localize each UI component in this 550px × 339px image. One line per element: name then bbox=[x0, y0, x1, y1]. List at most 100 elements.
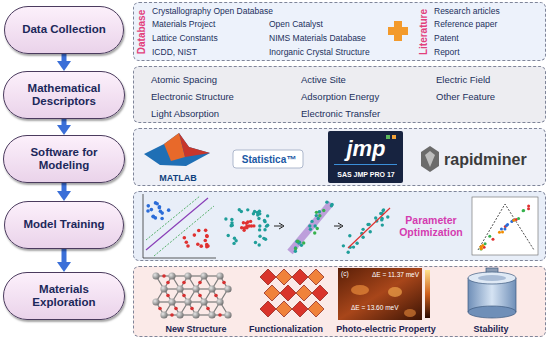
stage-label: Mathematical Descriptors bbox=[12, 82, 116, 108]
stage-label: Materials Exploration bbox=[12, 283, 116, 309]
cluster-plot bbox=[230, 224, 233, 227]
crystal-model bbox=[260, 269, 328, 317]
regression-plot bbox=[318, 210, 321, 213]
regression-plot bbox=[316, 227, 319, 230]
fit-plot bbox=[342, 208, 390, 254]
crystal-model bbox=[308, 269, 324, 285]
structure-model bbox=[176, 285, 183, 292]
flow-arrow bbox=[62, 249, 67, 262]
panel-ground bbox=[133, 2, 546, 61]
structure-model bbox=[224, 285, 231, 292]
statistica-logo bbox=[233, 150, 303, 168]
svm-plot bbox=[154, 216, 158, 220]
matlab-logo bbox=[144, 133, 210, 166]
cluster-plot bbox=[245, 224, 248, 227]
svm-plot bbox=[146, 209, 150, 213]
fit-plot bbox=[369, 230, 372, 233]
cluster-plot bbox=[230, 218, 233, 221]
cluster-plot bbox=[256, 211, 259, 214]
svm-plot bbox=[146, 198, 208, 250]
crystal-model bbox=[292, 269, 308, 285]
stability-cell bbox=[478, 275, 506, 281]
svm-plot bbox=[146, 201, 210, 248]
source-item: Crystallography Open Database bbox=[152, 7, 273, 17]
fit-plot bbox=[361, 236, 364, 239]
optimization-chart bbox=[500, 219, 515, 231]
cluster-plot bbox=[258, 228, 261, 231]
fit-plot bbox=[352, 245, 355, 248]
afm-image bbox=[338, 268, 430, 320]
svm-plot bbox=[185, 240, 189, 244]
fit-plot bbox=[374, 216, 377, 219]
structure-model bbox=[222, 281, 226, 285]
structure-model bbox=[192, 311, 199, 318]
optimization-chart bbox=[517, 217, 520, 220]
crystal-model bbox=[276, 269, 292, 285]
svm-plot bbox=[154, 206, 214, 256]
crystal-model bbox=[296, 285, 312, 301]
panel-ground bbox=[133, 2, 546, 337]
fit-plot bbox=[381, 209, 384, 212]
structure-model bbox=[216, 272, 223, 279]
cluster-plot bbox=[258, 235, 261, 238]
optimization-chart bbox=[472, 197, 538, 255]
structure-model bbox=[166, 281, 170, 285]
fit-plot bbox=[382, 208, 385, 211]
cluster-plot bbox=[242, 221, 245, 224]
structure-model bbox=[152, 298, 159, 305]
descriptor-item: Atomic Spacing bbox=[151, 75, 217, 86]
optimization-chart bbox=[501, 230, 504, 233]
fit-plot bbox=[386, 215, 389, 218]
regression-plot bbox=[318, 214, 321, 217]
structure-model bbox=[168, 272, 175, 279]
regression-plot bbox=[322, 209, 325, 212]
cluster-plot bbox=[246, 208, 249, 211]
structure-model bbox=[170, 313, 174, 317]
fit-plot bbox=[342, 244, 345, 247]
result-label: New Structure bbox=[165, 324, 226, 334]
stage-pill: Model Training bbox=[4, 201, 124, 249]
regression-plot bbox=[290, 203, 331, 252]
regression-plot bbox=[296, 240, 299, 243]
descriptor-item: Electric Field bbox=[436, 75, 490, 86]
cluster-plot bbox=[262, 237, 265, 240]
structure-model bbox=[152, 272, 159, 279]
source-item: NIMS Materials Database bbox=[269, 34, 366, 44]
svm-plot bbox=[146, 201, 170, 220]
structure-model bbox=[152, 272, 231, 318]
structure-model bbox=[208, 285, 215, 292]
regression-plot bbox=[325, 200, 328, 203]
regression-plot bbox=[315, 211, 318, 214]
optimization-chart bbox=[491, 238, 494, 241]
optimization-chart bbox=[503, 227, 506, 230]
crystal-model bbox=[312, 285, 328, 301]
fit-plot bbox=[342, 208, 390, 254]
panel-ground bbox=[133, 266, 546, 337]
fit-plot bbox=[380, 218, 383, 221]
structure-model bbox=[182, 281, 186, 285]
source-item: Materials Project bbox=[152, 20, 215, 30]
descriptor-item: Active Site bbox=[301, 75, 346, 86]
matlab-logo bbox=[144, 133, 210, 166]
structure-model bbox=[160, 285, 167, 292]
optimization-chart bbox=[488, 235, 491, 238]
structure-model bbox=[156, 276, 228, 315]
rapidminer-icon bbox=[425, 151, 435, 167]
step-arrow bbox=[274, 223, 284, 229]
crystal-model bbox=[292, 301, 308, 317]
structure-model bbox=[216, 298, 223, 305]
structure-model bbox=[208, 311, 215, 318]
svm-plot bbox=[155, 202, 159, 206]
svm-plot bbox=[193, 233, 197, 237]
cluster-plot bbox=[257, 217, 260, 220]
svm-plot bbox=[199, 244, 203, 248]
structure-model bbox=[198, 281, 202, 285]
regression-plot bbox=[308, 224, 311, 227]
stage-pill: Data Collection bbox=[4, 6, 124, 54]
afm-image bbox=[388, 287, 402, 297]
structure-model bbox=[176, 311, 183, 318]
flow-arrow bbox=[62, 183, 67, 191]
image-annotation: ΔE = 11.37 meV bbox=[372, 271, 419, 278]
crystal-model bbox=[260, 269, 276, 285]
optimization-chart bbox=[481, 244, 484, 247]
